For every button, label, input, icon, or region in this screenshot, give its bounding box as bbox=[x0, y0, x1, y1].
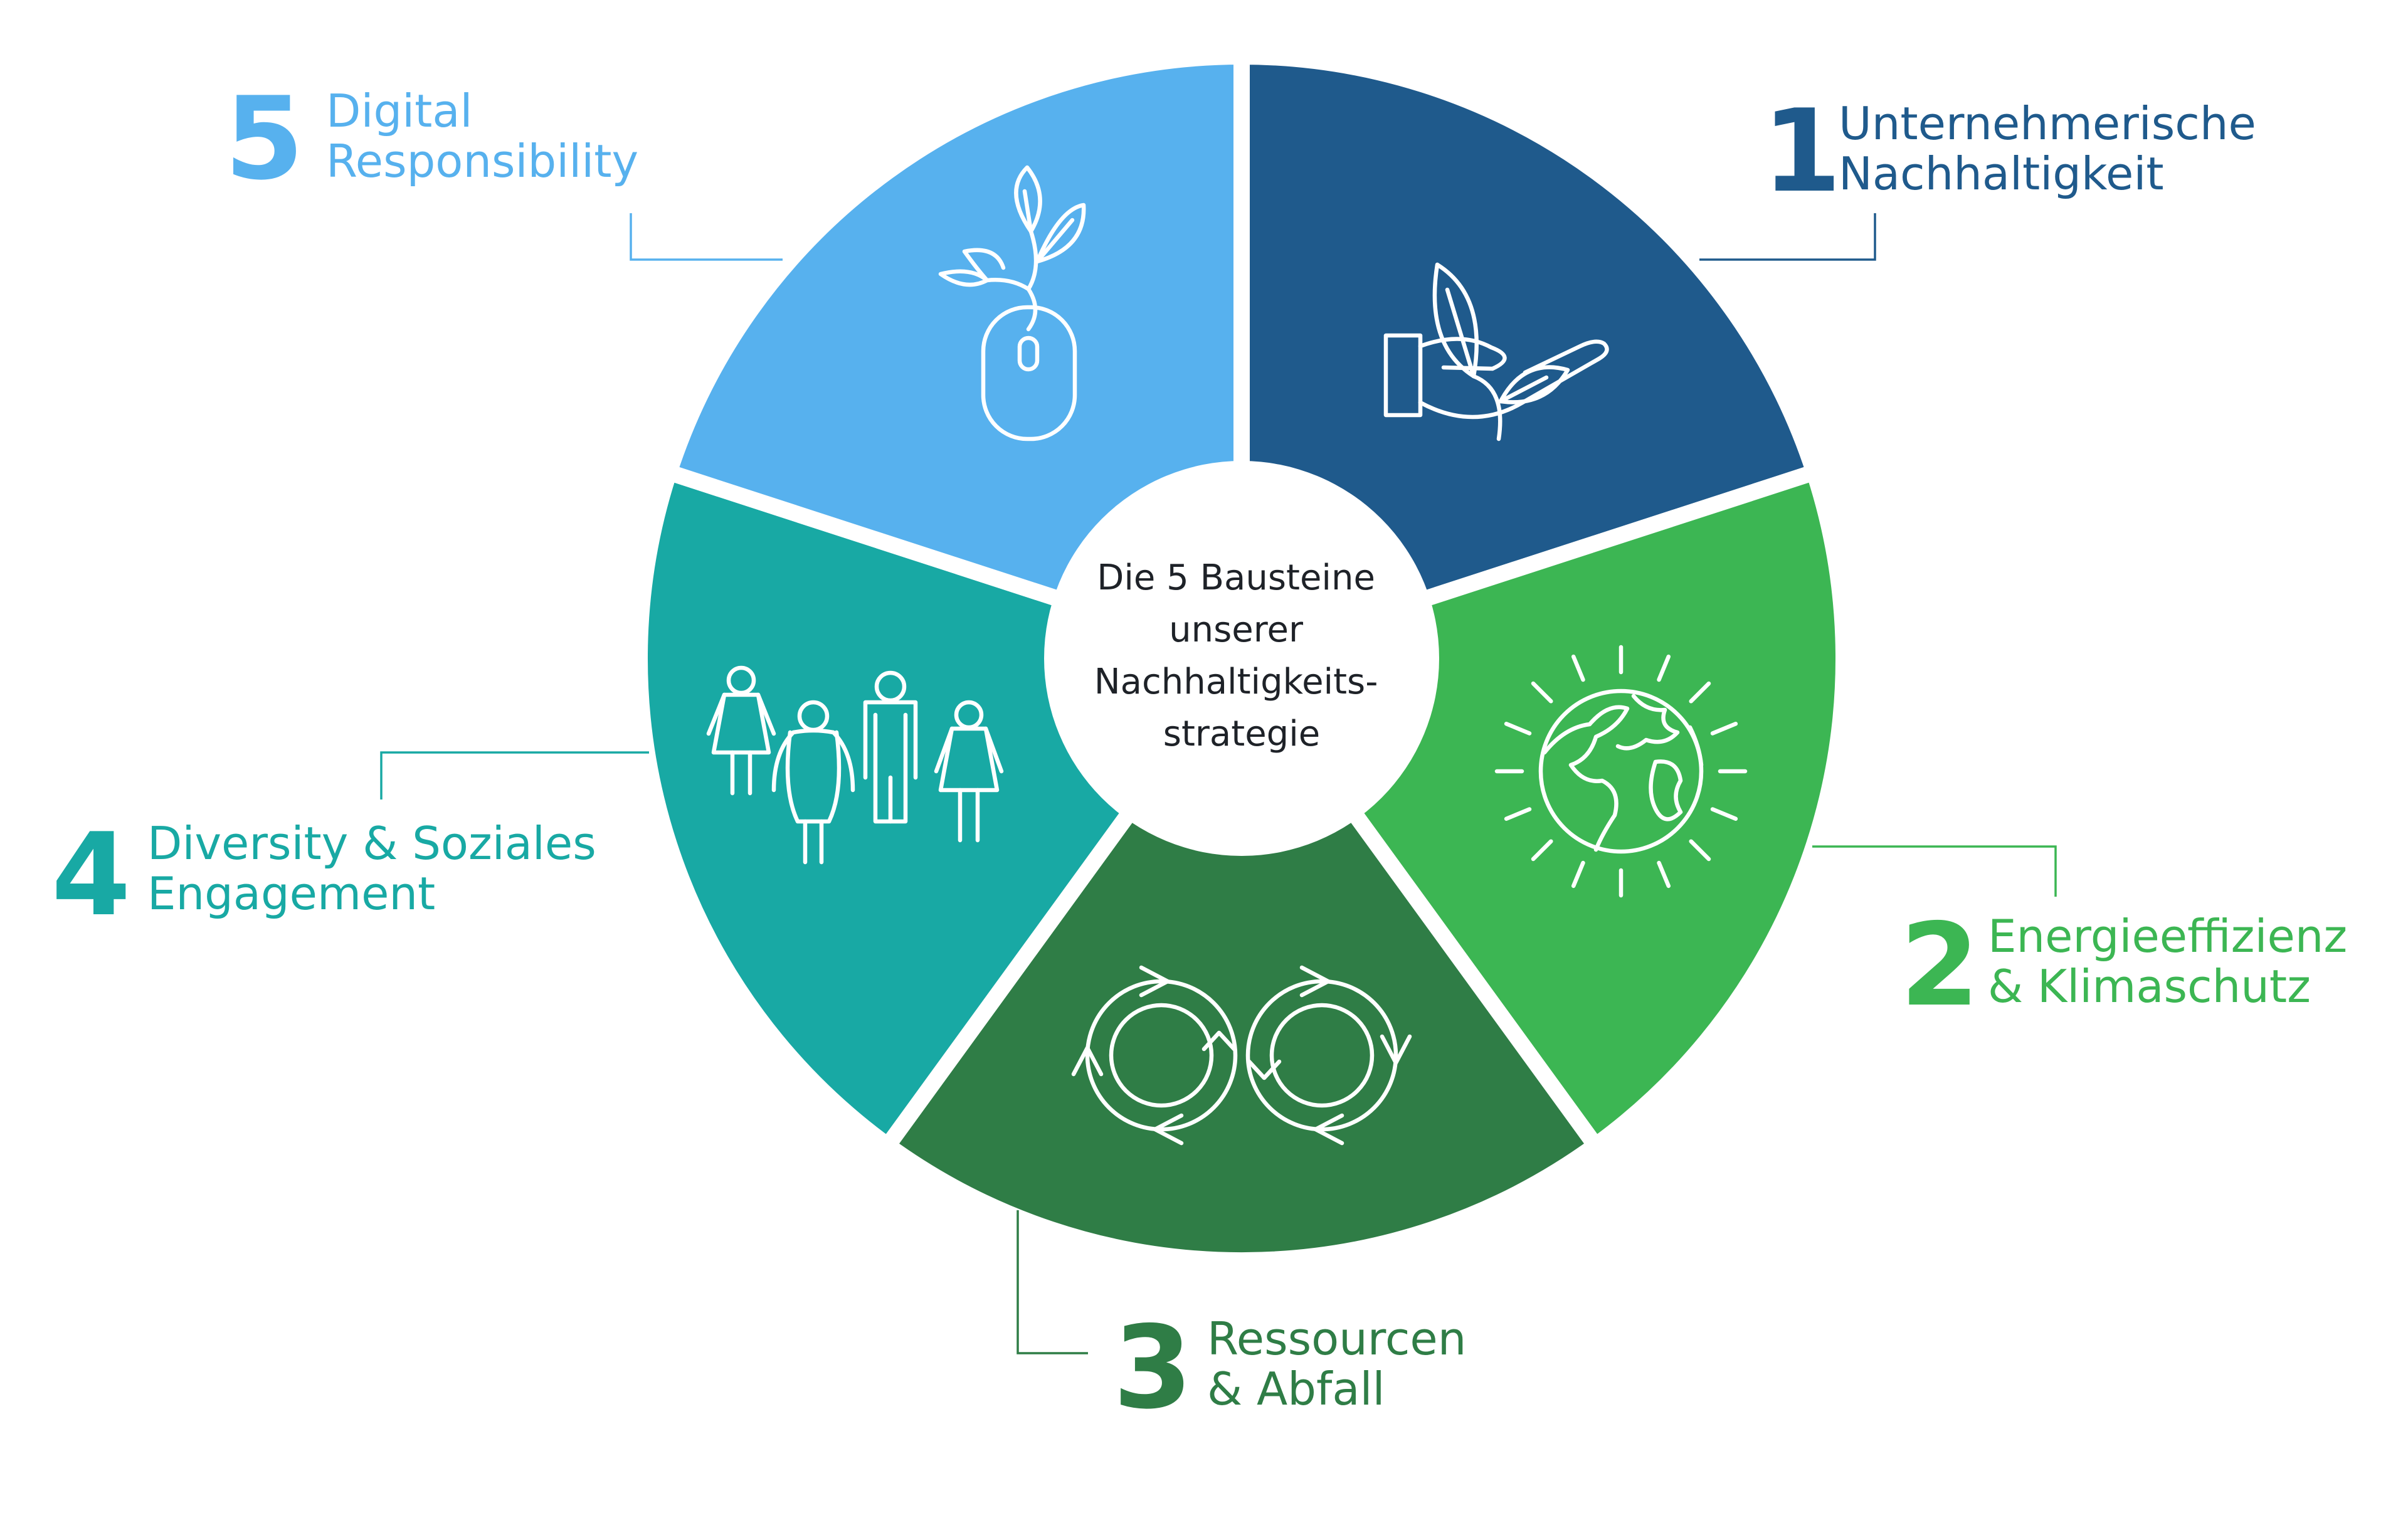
center-line-3: Nachhaltigkeits- bbox=[1094, 662, 1378, 702]
leader-lines bbox=[380, 213, 2057, 1354]
block-2-number: 2 bbox=[1900, 899, 1980, 1032]
sun-ray bbox=[1571, 654, 1585, 682]
label-block-5: 5 Digital Responsibility bbox=[224, 72, 638, 205]
center-line-2: unserer bbox=[1169, 609, 1304, 650]
label-block-3: 3 Ressourcen & Abfall bbox=[1113, 1301, 1466, 1434]
block-3-title-line-2: & Abfall bbox=[1207, 1363, 1385, 1415]
leader-line-1 bbox=[1699, 213, 1876, 261]
center-line-4: strategie bbox=[1163, 714, 1320, 754]
block-5-title-line-2: Responsibility bbox=[326, 135, 638, 187]
segment-5 bbox=[658, 48, 1250, 670]
center-circle bbox=[1044, 461, 1439, 856]
plant-mouse-icon bbox=[938, 165, 1086, 441]
sun-ray bbox=[1710, 807, 1738, 821]
sun-ray bbox=[1531, 839, 1553, 862]
people-group-icon bbox=[706, 665, 1004, 865]
block-4-number: 4 bbox=[51, 808, 131, 941]
leader-line-4 bbox=[380, 751, 649, 799]
block-4-title-line-2: Engagement bbox=[147, 867, 435, 920]
block-1-number: 1 bbox=[1762, 85, 1842, 218]
leader-line-5 bbox=[630, 213, 783, 261]
block-5-number: 5 bbox=[224, 72, 304, 205]
block-3-title-line-1: Ressourcen bbox=[1207, 1312, 1466, 1365]
segment-1 bbox=[1233, 48, 1825, 670]
label-block-2: 2 Energieeffizienz & Klimaschutz bbox=[1900, 899, 2347, 1032]
block-2-title-line-2: & Klimaschutz bbox=[1988, 960, 2311, 1013]
center-title: Die 5 Bausteine unserer Nachhaltigkeits-… bbox=[1094, 557, 1390, 754]
block-3-number: 3 bbox=[1113, 1301, 1193, 1434]
sun-ray bbox=[1689, 839, 1711, 862]
sun-ray bbox=[1657, 654, 1671, 682]
block-5-title-line-1: Digital bbox=[326, 85, 473, 137]
block-4-title-line-1: Diversity & Soziales bbox=[147, 817, 596, 870]
hand-with-plant-icon bbox=[1383, 262, 1609, 441]
label-block-1: 1 Unternehmerische Nachhaltigkeit bbox=[1762, 85, 2256, 218]
sun-ray bbox=[1710, 721, 1738, 736]
segment-3 bbox=[876, 644, 1607, 1269]
sun-ray bbox=[1689, 681, 1711, 704]
sun-ray bbox=[1531, 681, 1553, 704]
block-1-title-line-1: Unternehmerische bbox=[1839, 97, 2256, 150]
sun-ray bbox=[1657, 860, 1671, 889]
sun-ray bbox=[1571, 860, 1585, 889]
sun-ray bbox=[1504, 721, 1532, 736]
leader-line-3 bbox=[1017, 1210, 1088, 1354]
leader-line-2 bbox=[1812, 845, 2057, 897]
wheel-segments bbox=[631, 48, 1852, 1269]
sun-globe-icon bbox=[1494, 645, 1748, 898]
sun-ray bbox=[1504, 807, 1532, 821]
infinity-recycling-icon bbox=[1071, 965, 1412, 1146]
center-line-1: Die 5 Bausteine bbox=[1097, 557, 1375, 598]
label-block-4: 4 Diversity & Soziales Engagement bbox=[51, 808, 596, 941]
block-2-title-line-1: Energieeffizienz bbox=[1988, 910, 2347, 963]
block-1-title-line-2: Nachhaltigkeit bbox=[1839, 147, 2164, 200]
